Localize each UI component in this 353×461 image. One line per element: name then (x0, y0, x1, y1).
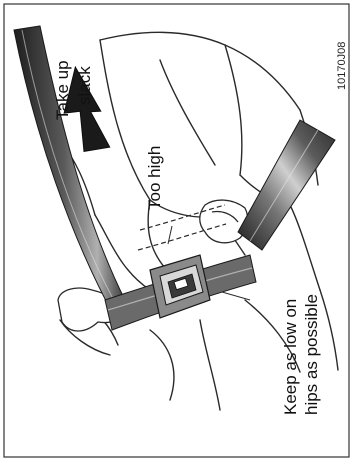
take-up-label-line1: Take up (53, 60, 72, 120)
buckle (150, 255, 210, 318)
take-up-label-line2: slack (75, 66, 94, 105)
keep-low-label-line1: Keep as low on (281, 299, 300, 415)
keep-low-pointer (222, 292, 250, 300)
right-strap (238, 120, 335, 250)
figure-code: 10170J08 (336, 42, 348, 90)
too-high-label: Too high (145, 146, 164, 210)
keep-low-label-line2: hips as possible (302, 294, 321, 415)
